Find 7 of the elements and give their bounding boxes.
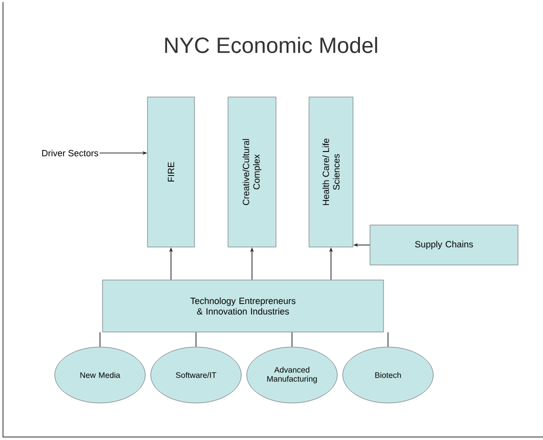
sector-box: Creative/Cultural Complex <box>228 96 276 248</box>
sector-box: FIRE <box>147 96 195 248</box>
process-box: Supply Chains <box>370 224 518 266</box>
process-box: Technology Entrepreneurs & Innovation Industries <box>102 280 384 332</box>
sector-box: Health Care/ Life Sciences <box>308 96 354 248</box>
sector-label: Driver Sectors <box>42 150 98 156</box>
title: NYC Economic Model <box>165 36 378 54</box>
